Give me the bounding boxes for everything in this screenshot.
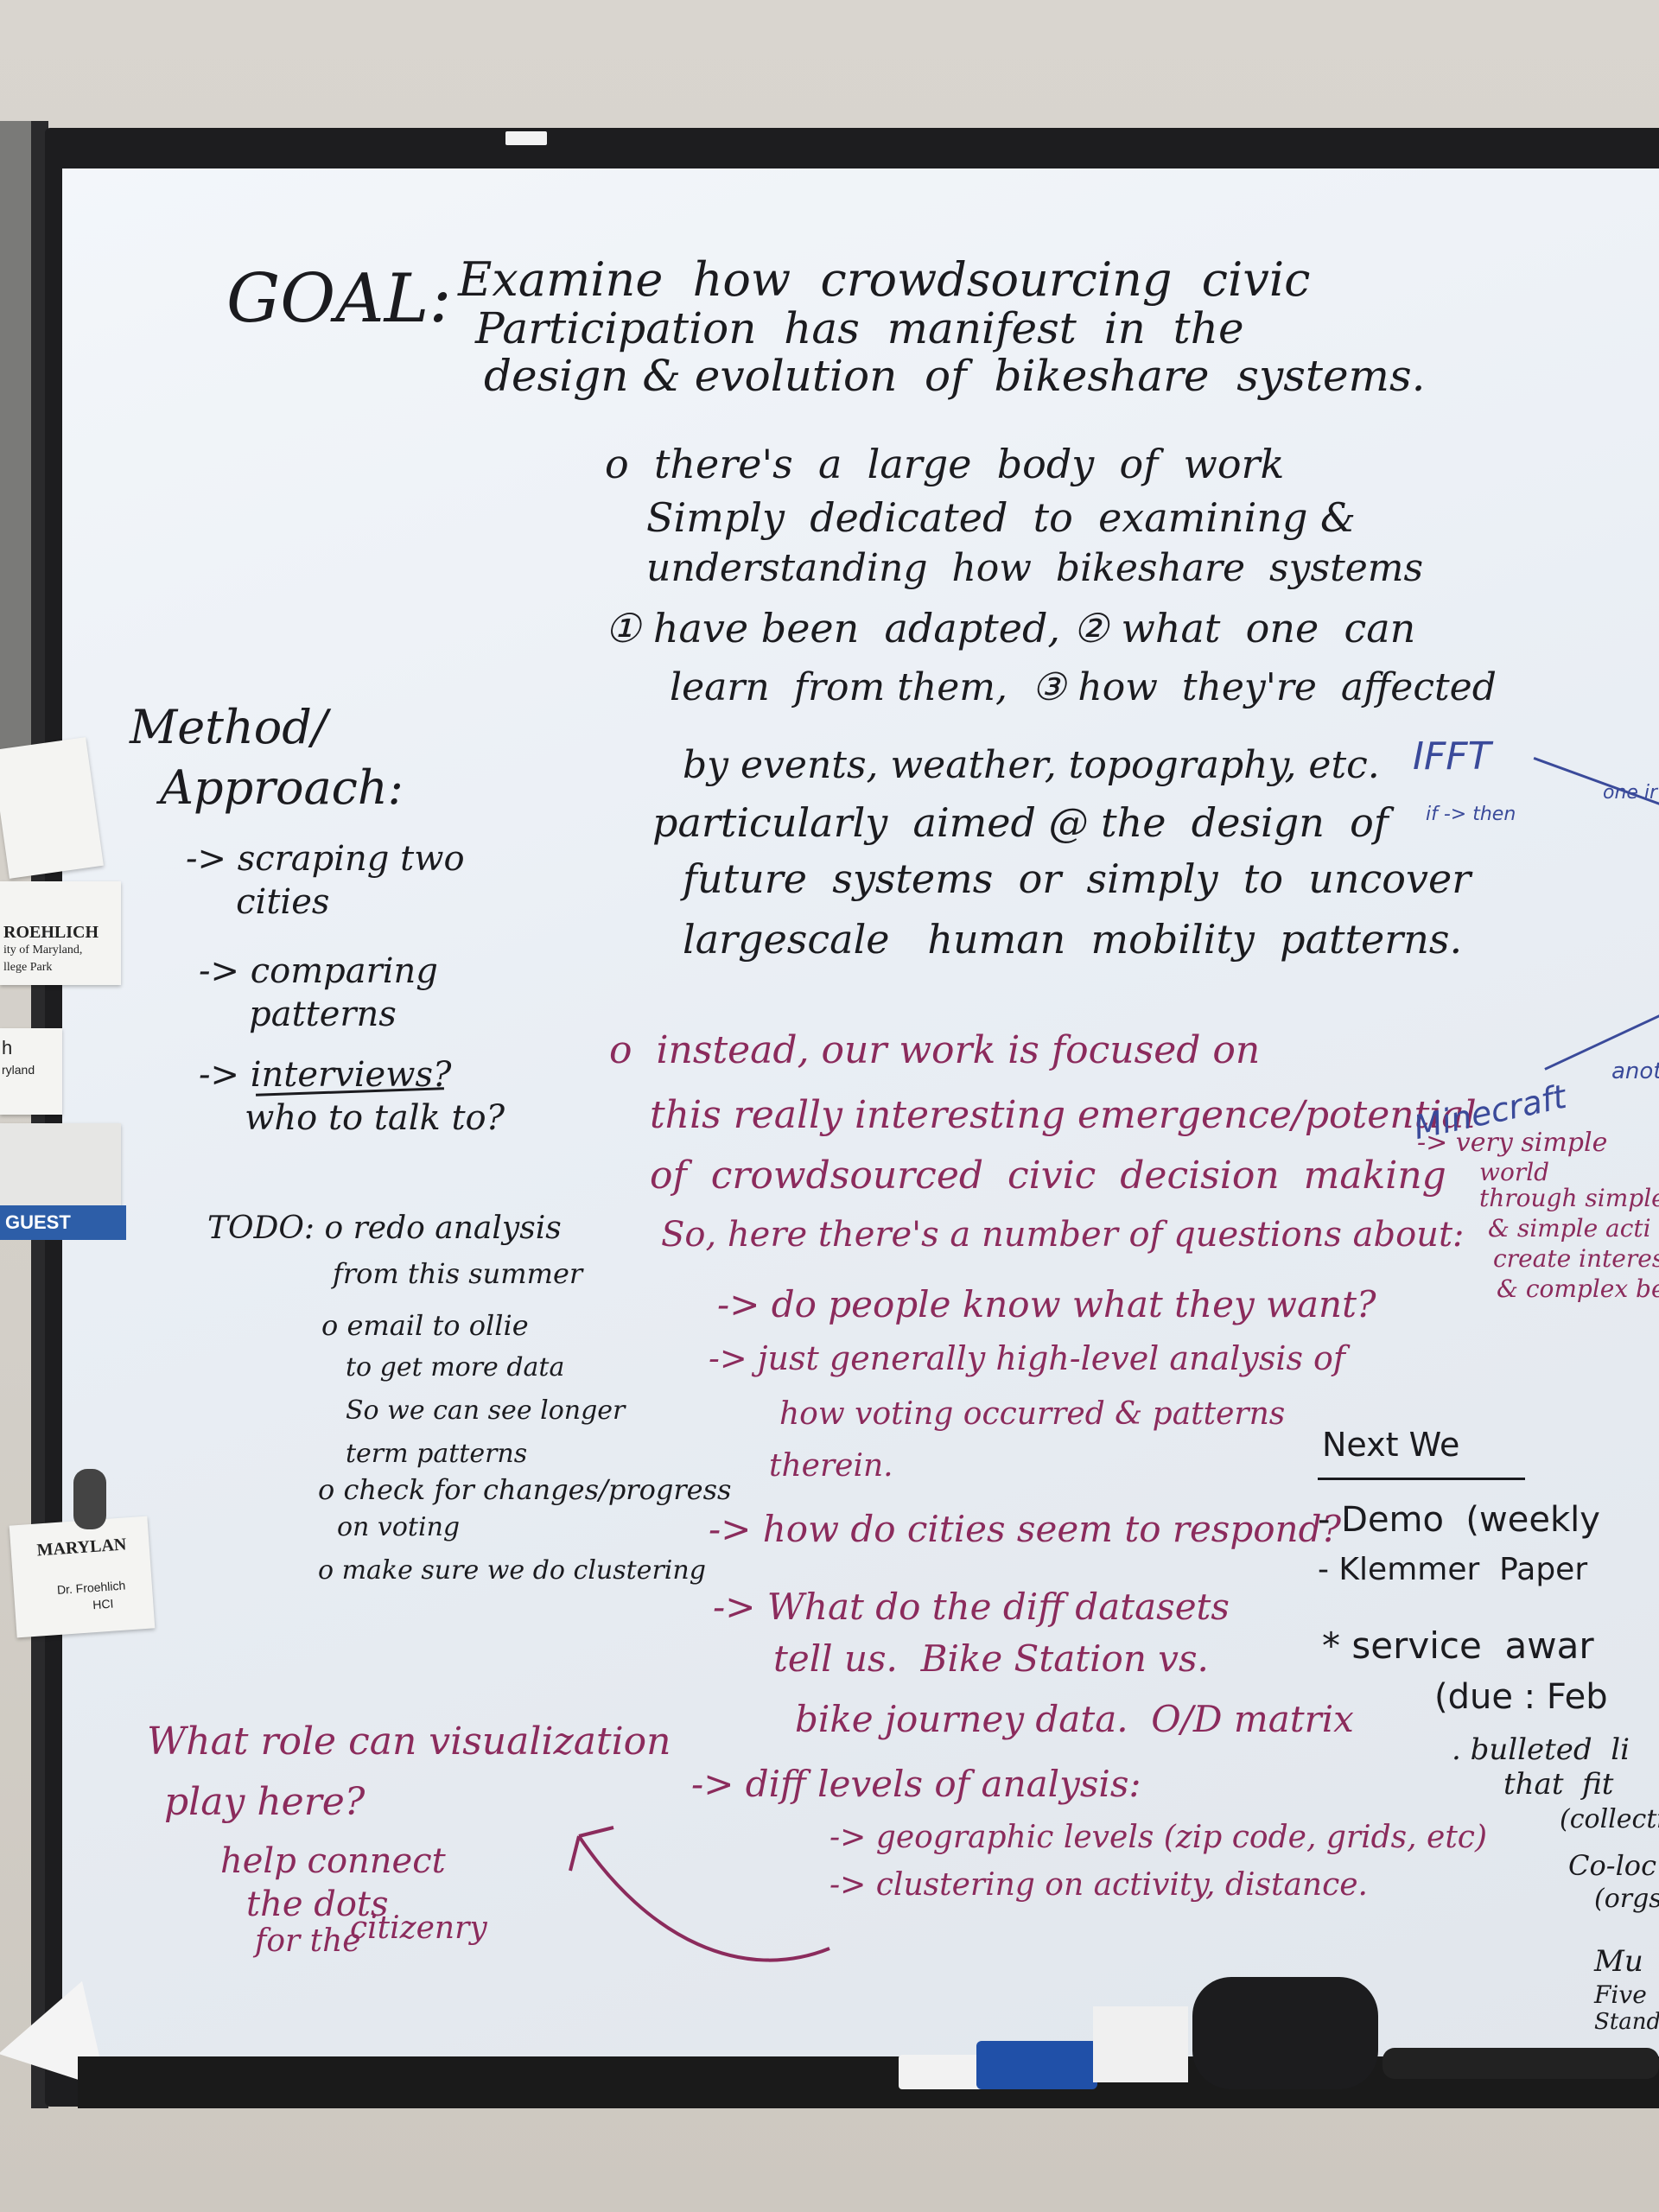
another-label: anot xyxy=(1611,1058,1659,1084)
goal-line-2: Participation has manifest in the xyxy=(475,303,1244,353)
guest-card xyxy=(0,1123,121,1210)
whiteboard-eraser[interactable] xyxy=(1192,1977,1378,2089)
hci-text: HCI xyxy=(92,1596,114,1612)
question-2c: therein. xyxy=(769,1448,893,1484)
spray-bottle[interactable] xyxy=(899,2055,985,2089)
name-badge: ROEHLICH ity of Maryland, llege Park xyxy=(0,881,121,985)
badge-clip xyxy=(73,1469,106,1529)
next-8: Co-loc xyxy=(1568,1849,1656,1882)
viz-6: citizenry xyxy=(350,1910,487,1946)
viz-2: play here? xyxy=(164,1780,365,1824)
method-title-1: Method/ xyxy=(130,700,327,754)
badge-name: ROEHLICH xyxy=(3,923,99,942)
curved-arrow xyxy=(569,1826,830,1962)
body-line-5: learn from them, ③ how they're affected xyxy=(670,665,1497,709)
question-5a: -> geographic levels (zip code, grids, e… xyxy=(830,1820,1487,1855)
todo-1: TODO: o redo analysis xyxy=(207,1211,562,1246)
todo-2d: term patterns xyxy=(346,1439,528,1469)
dr-text: Dr. Froehlich xyxy=(56,1578,126,1598)
instead-2: this really interesting emergence/potent… xyxy=(650,1093,1477,1137)
next-1: - Demo (weekly xyxy=(1318,1500,1600,1540)
body-line-1: o there's a large body of work xyxy=(605,441,1285,487)
side-2: world xyxy=(1479,1158,1550,1186)
next-7: (collecti xyxy=(1560,1804,1659,1834)
next-2: - Klemmer Paper xyxy=(1318,1552,1588,1587)
question-4c: bike journey data. O/D matrix xyxy=(795,1698,1354,1740)
viz-5: for the xyxy=(255,1923,361,1959)
frame-clip xyxy=(505,131,547,145)
badge-univ: ity of Maryland, xyxy=(3,944,83,957)
question-4: -> What do the diff datasets xyxy=(713,1586,1230,1628)
body-line-2: Simply dedicated to examining & xyxy=(646,494,1356,541)
next-6: that fit xyxy=(1503,1767,1614,1802)
next-11: Five xyxy=(1594,1980,1647,2009)
method-item-1b: cities xyxy=(203,882,330,922)
method-title-2: Approach: xyxy=(160,760,404,815)
onein-label: one ir xyxy=(1603,782,1657,804)
side-4: & simple acti xyxy=(1488,1214,1651,1243)
todo-3: o check for changes/progress xyxy=(318,1473,732,1506)
side-6: & complex be xyxy=(1497,1274,1659,1303)
todo-2c: So we can see longer xyxy=(346,1395,626,1426)
next-4: (due : Feb xyxy=(1434,1677,1608,1717)
body-line-3: understanding how bikeshare systems xyxy=(646,546,1424,590)
instead-1: o instead, our work is focused on xyxy=(609,1028,1261,1072)
next-12: Stand xyxy=(1594,2009,1659,2035)
todo-2: o email to ollie xyxy=(321,1309,529,1342)
body-line-4: ① have been adapted, ② what one can xyxy=(605,605,1416,652)
question-2b: how voting occurred & patterns xyxy=(779,1396,1286,1432)
question-5: -> diff levels of analysis: xyxy=(691,1763,1141,1805)
next-underline xyxy=(1318,1478,1525,1480)
method-item-2: -> comparing xyxy=(199,951,438,991)
ifthen-label: if -> then xyxy=(1426,804,1516,825)
todo-2b: to get more data xyxy=(346,1352,565,1382)
goal-label: GOAL: xyxy=(226,260,452,338)
body-line-6: by events, weather, topography, etc. xyxy=(683,743,1380,787)
todo-1b: from this summer xyxy=(333,1257,583,1290)
instead-3: of crowdsourced civic decision making xyxy=(650,1154,1446,1198)
next-title: Next We xyxy=(1322,1426,1460,1464)
black-marker[interactable] xyxy=(1382,2048,1659,2079)
maryland-text: MARYLAN xyxy=(35,1535,127,1560)
body-line-7: particularly aimed @ the design of xyxy=(652,799,1389,846)
cleaner-bottle[interactable] xyxy=(976,2041,1097,2089)
goal-line-1: Examine how crowdsourcing civic xyxy=(458,252,1311,307)
question-5b: -> clustering on activity, distance. xyxy=(830,1867,1369,1903)
side-3: through simple xyxy=(1479,1184,1659,1212)
side-5: create interest xyxy=(1493,1244,1659,1273)
next-3: * service awar xyxy=(1322,1624,1594,1667)
viz-4: the dots xyxy=(246,1885,389,1924)
question-2: -> just generally high-level analysis of xyxy=(709,1339,1345,1377)
todo-4: o make sure we do clustering xyxy=(318,1555,706,1586)
innovation-center-strip xyxy=(0,121,31,760)
question-3: -> how do cities seem to respond? xyxy=(709,1508,1341,1550)
next-9: (orgs xyxy=(1594,1884,1659,1914)
method-item-1: -> scraping two xyxy=(186,839,465,879)
viz-3: help connect xyxy=(220,1841,446,1881)
marker-box[interactable] xyxy=(1093,2006,1188,2082)
small-badge: h ryland xyxy=(0,1028,62,1115)
todo-3b: on voting xyxy=(337,1512,461,1542)
side-1: -> very simple xyxy=(1417,1128,1608,1158)
question-1: -> do people know what they want? xyxy=(717,1283,1376,1325)
guest-badge: GUEST xyxy=(0,1205,126,1240)
body-line-8: future systems or simply to uncover xyxy=(683,855,1471,902)
next-10: Mu xyxy=(1594,1944,1643,1979)
viz-1: What role can visualization xyxy=(147,1719,671,1764)
badge-park: llege Park xyxy=(3,961,53,974)
badge-h: h xyxy=(2,1037,13,1058)
goal-line-3: design & evolution of bikeshare systems. xyxy=(484,351,1426,401)
method-item-3b: who to talk to? xyxy=(212,1098,505,1138)
maryland-badge: MARYLAN Dr. Froehlich HCI xyxy=(9,1516,156,1638)
badge-yland: ryland xyxy=(2,1063,35,1077)
ifft-label: IFFT xyxy=(1413,734,1491,779)
next-5: . bulleted li xyxy=(1452,1732,1630,1767)
body-line-9: largescale human mobility patterns. xyxy=(683,916,1463,963)
paper-note xyxy=(0,737,104,879)
instead-4: So, here there's a number of questions a… xyxy=(661,1215,1465,1255)
whiteboard-surface xyxy=(62,168,1659,2065)
question-4b: tell us. Bike Station vs. xyxy=(773,1637,1209,1680)
method-item-2b: patterns xyxy=(216,995,397,1034)
